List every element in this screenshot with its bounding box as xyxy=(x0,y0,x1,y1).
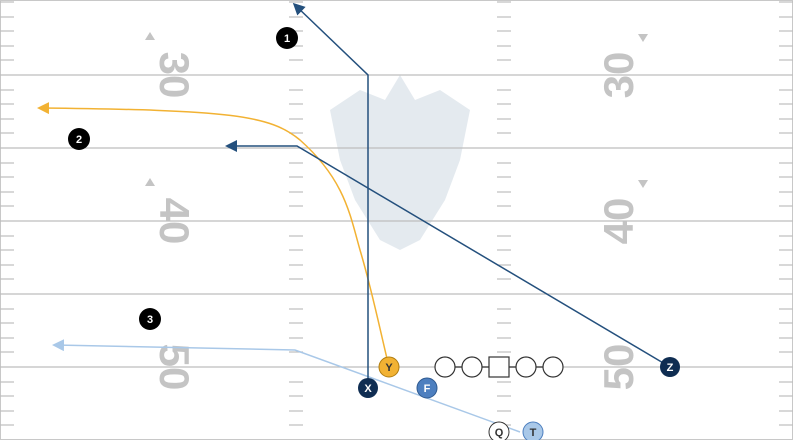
lineman-circle-icon xyxy=(542,356,564,378)
player-z[interactable]: Z xyxy=(660,357,680,377)
player-y[interactable]: Y xyxy=(378,356,400,378)
direction-arrow-icon xyxy=(638,180,648,188)
direction-arrow-icon xyxy=(638,34,648,42)
player-f-label: F xyxy=(424,383,431,395)
player-x-label: X xyxy=(364,383,372,395)
player-q[interactable]: Q xyxy=(488,421,510,440)
direction-arrow-icon xyxy=(145,178,155,186)
progression-label-2: 2 xyxy=(76,134,82,146)
direction-arrow-icon xyxy=(145,32,155,40)
progression-marker-2: 2 xyxy=(68,128,90,150)
player-t[interactable]: T xyxy=(522,421,544,440)
yard-number-40-left: 40 xyxy=(151,198,198,245)
progression-marker-3: 3 xyxy=(139,308,161,330)
lineman-circle-icon xyxy=(461,356,483,378)
team-logo-watermark xyxy=(330,75,470,250)
yard-number-50-right: 50 xyxy=(595,344,642,391)
yard-number-30-left: 30 xyxy=(151,52,198,99)
player-x[interactable]: X xyxy=(358,378,378,398)
hash-marks xyxy=(0,1,793,426)
route-x[interactable] xyxy=(292,2,369,385)
route-y[interactable] xyxy=(37,102,390,368)
route-t[interactable] xyxy=(52,339,521,433)
player-t-label: T xyxy=(530,427,537,439)
offensive-line xyxy=(434,356,564,378)
player-y-label: Y xyxy=(385,362,393,374)
progression-label-1: 1 xyxy=(284,33,290,45)
player-q-label: Q xyxy=(495,427,504,439)
route-z[interactable] xyxy=(225,140,671,368)
lineman-circle-icon xyxy=(515,356,537,378)
yard-number-30-right: 30 xyxy=(595,52,642,99)
yard-number-50-left: 50 xyxy=(151,344,198,391)
center-square-icon xyxy=(488,356,510,378)
player-z-label: Z xyxy=(667,362,674,374)
player-f[interactable]: F xyxy=(416,377,438,399)
lineman-circle-icon xyxy=(434,356,456,378)
progression-label-3: 3 xyxy=(147,314,153,326)
progression-marker-1: 1 xyxy=(276,27,298,49)
yard-number-40-right: 40 xyxy=(595,198,642,245)
